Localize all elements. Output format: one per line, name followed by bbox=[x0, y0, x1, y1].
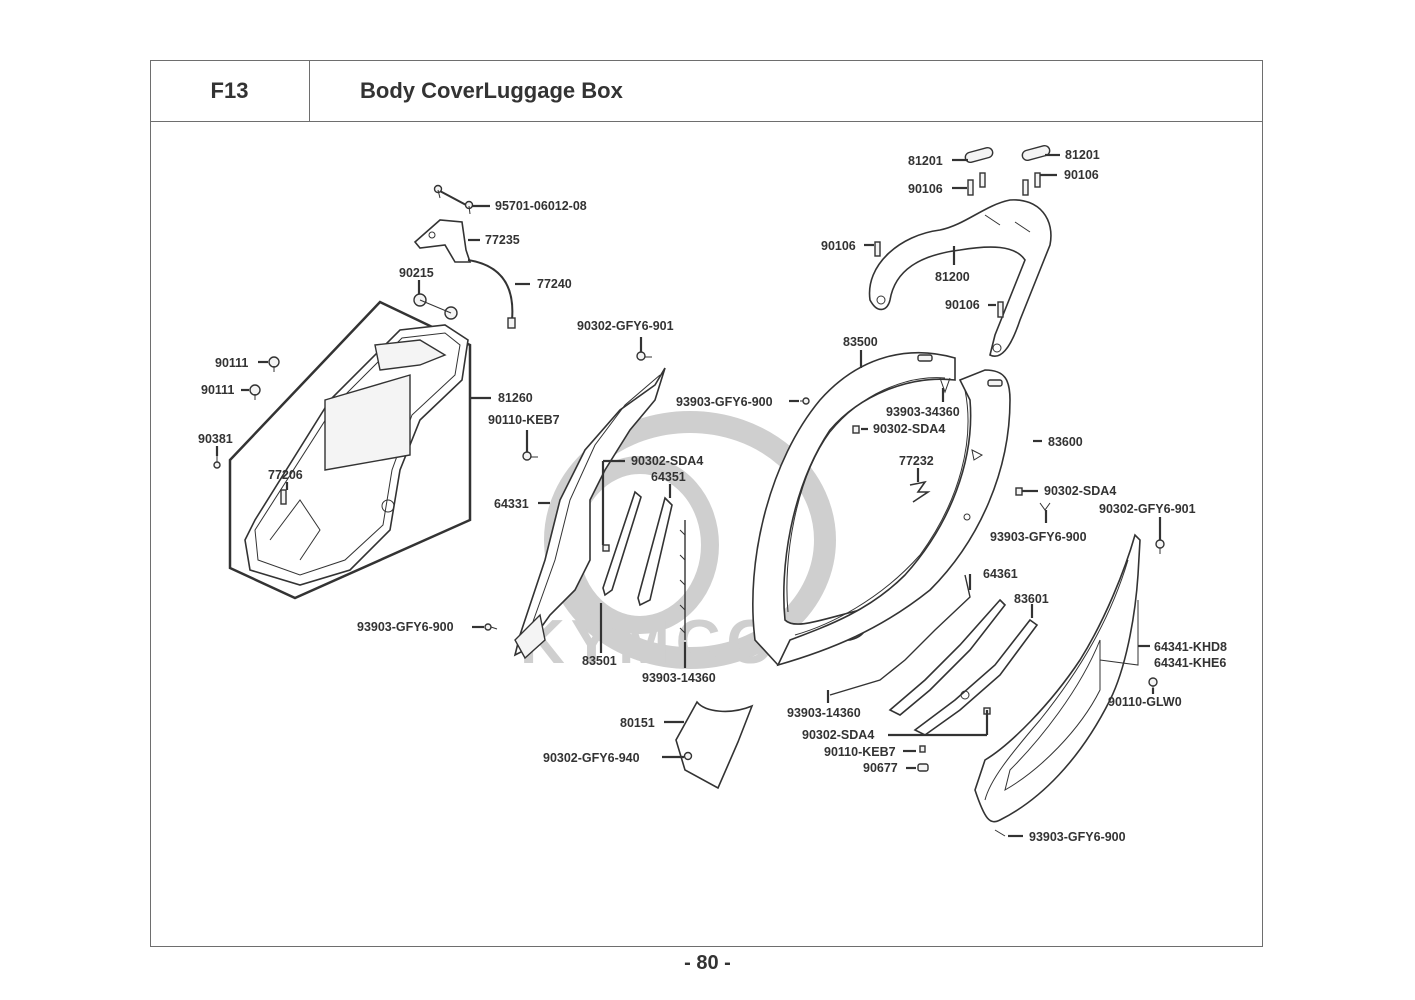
part-label-64331: 64331 bbox=[494, 497, 529, 511]
cable-77240-part bbox=[467, 259, 516, 329]
cap-81201-part bbox=[964, 144, 1051, 164]
part-label-77232: 77232 bbox=[899, 454, 934, 468]
part-label-93903-14360: 93903-14360 bbox=[642, 671, 716, 685]
part-label-90302-sda4: 90302-SDA4 bbox=[873, 422, 945, 436]
page-number: - 80 - bbox=[684, 952, 731, 974]
side-cover-64341-part bbox=[917, 533, 1158, 837]
page-title: Body CoverLuggage Box bbox=[310, 60, 1263, 122]
part-labels: 95701-06012-08 77235 77240 90215 90111 9… bbox=[198, 148, 1227, 844]
clip-chain-93903-14360-left bbox=[679, 520, 686, 640]
part-label-77235: 77235 bbox=[485, 233, 520, 247]
leader-lines bbox=[215, 153, 1162, 838]
part-label-81260: 81260 bbox=[498, 391, 533, 405]
part-label-93903-gfy6-900: 93903-GFY6-900 bbox=[990, 530, 1087, 544]
part-label-90215: 90215 bbox=[399, 266, 434, 280]
part-label-64341-khe6: 64341-KHE6 bbox=[1154, 656, 1226, 670]
bracket-77235-part bbox=[413, 219, 472, 263]
part-label-64351: 64351 bbox=[651, 470, 686, 484]
clip-77232-part bbox=[909, 480, 931, 503]
cover-80151-part bbox=[675, 700, 754, 790]
screw-icon bbox=[484, 351, 652, 631]
part-label-83601: 83601 bbox=[1014, 592, 1049, 606]
part-label-93903-gfy6-900: 93903-GFY6-900 bbox=[1029, 830, 1126, 844]
part-label-90111: 90111 bbox=[215, 356, 248, 370]
screw-icon bbox=[213, 356, 287, 505]
part-label-93903-gfy6-900: 93903-GFY6-900 bbox=[676, 395, 773, 409]
strip-83501-part bbox=[602, 490, 642, 597]
part-label-90381: 90381 bbox=[198, 432, 233, 446]
part-label-90106: 90106 bbox=[908, 182, 943, 196]
part-label-93903-14360: 93903-14360 bbox=[787, 706, 861, 720]
part-label-90106: 90106 bbox=[1064, 168, 1099, 182]
part-label-77206: 77206 bbox=[268, 468, 303, 482]
bolt-90106-icon bbox=[874, 172, 1041, 318]
part-label-90111: 90111 bbox=[201, 383, 234, 397]
part-label-83501: 83501 bbox=[582, 654, 617, 668]
part-label-90110-keb7: 90110-KEB7 bbox=[824, 745, 896, 759]
part-label-90302-sda4: 90302-SDA4 bbox=[1044, 484, 1116, 498]
part-label-90302-gfy6-940: 90302-GFY6-940 bbox=[543, 751, 640, 765]
part-label-81201: 81201 bbox=[908, 154, 943, 168]
part-label-90677: 90677 bbox=[863, 761, 898, 775]
strip-64351-part bbox=[637, 496, 673, 607]
part-label-64341-khd8: 64341-KHD8 bbox=[1154, 640, 1227, 654]
part-label-93903-34360: 93903-34360 bbox=[886, 405, 960, 419]
part-label-93903-gfy6-900: 93903-GFY6-900 bbox=[357, 620, 454, 634]
garnish-64361-part bbox=[888, 598, 1007, 716]
part-label-64361: 64361 bbox=[983, 567, 1018, 581]
rear-rack-81200-part bbox=[868, 199, 1052, 357]
part-label-90106: 90106 bbox=[945, 298, 980, 312]
part-label-81201: 81201 bbox=[1065, 148, 1100, 162]
part-label-90302-sda4: 90302-SDA4 bbox=[802, 728, 874, 742]
part-label-90110-glw0: 90110-GLW0 bbox=[1108, 695, 1182, 709]
part-label-90302-gfy6-901: 90302-GFY6-901 bbox=[577, 319, 674, 333]
part-label-83500: 83500 bbox=[843, 335, 878, 349]
side-panel-64331-part bbox=[513, 367, 666, 660]
diagram-frame bbox=[150, 60, 1263, 947]
clip-chain-93903-14360-right bbox=[829, 574, 971, 696]
section-code: F13 bbox=[150, 60, 310, 122]
part-label-81200: 81200 bbox=[935, 270, 970, 284]
luggage-box-part bbox=[228, 300, 472, 600]
part-label-77240: 77240 bbox=[537, 277, 572, 291]
part-label-80151: 80151 bbox=[620, 716, 655, 730]
part-label-90302-sda4: 90302-SDA4 bbox=[631, 454, 703, 468]
bolt-icon bbox=[433, 184, 474, 215]
part-label-83600: 83600 bbox=[1048, 435, 1083, 449]
part-label-90106: 90106 bbox=[821, 239, 856, 253]
body-cover-83600-part bbox=[776, 369, 1011, 667]
watermark-text: KYMCO bbox=[520, 608, 781, 677]
part-label-90302-gfy6-901: 90302-GFY6-901 bbox=[1099, 502, 1196, 516]
cap-nut-icon bbox=[413, 293, 458, 320]
part-label-95701-06012-08: 95701-06012-08 bbox=[495, 199, 587, 213]
part-label-90110-keb7: 90110-KEB7 bbox=[488, 413, 560, 427]
